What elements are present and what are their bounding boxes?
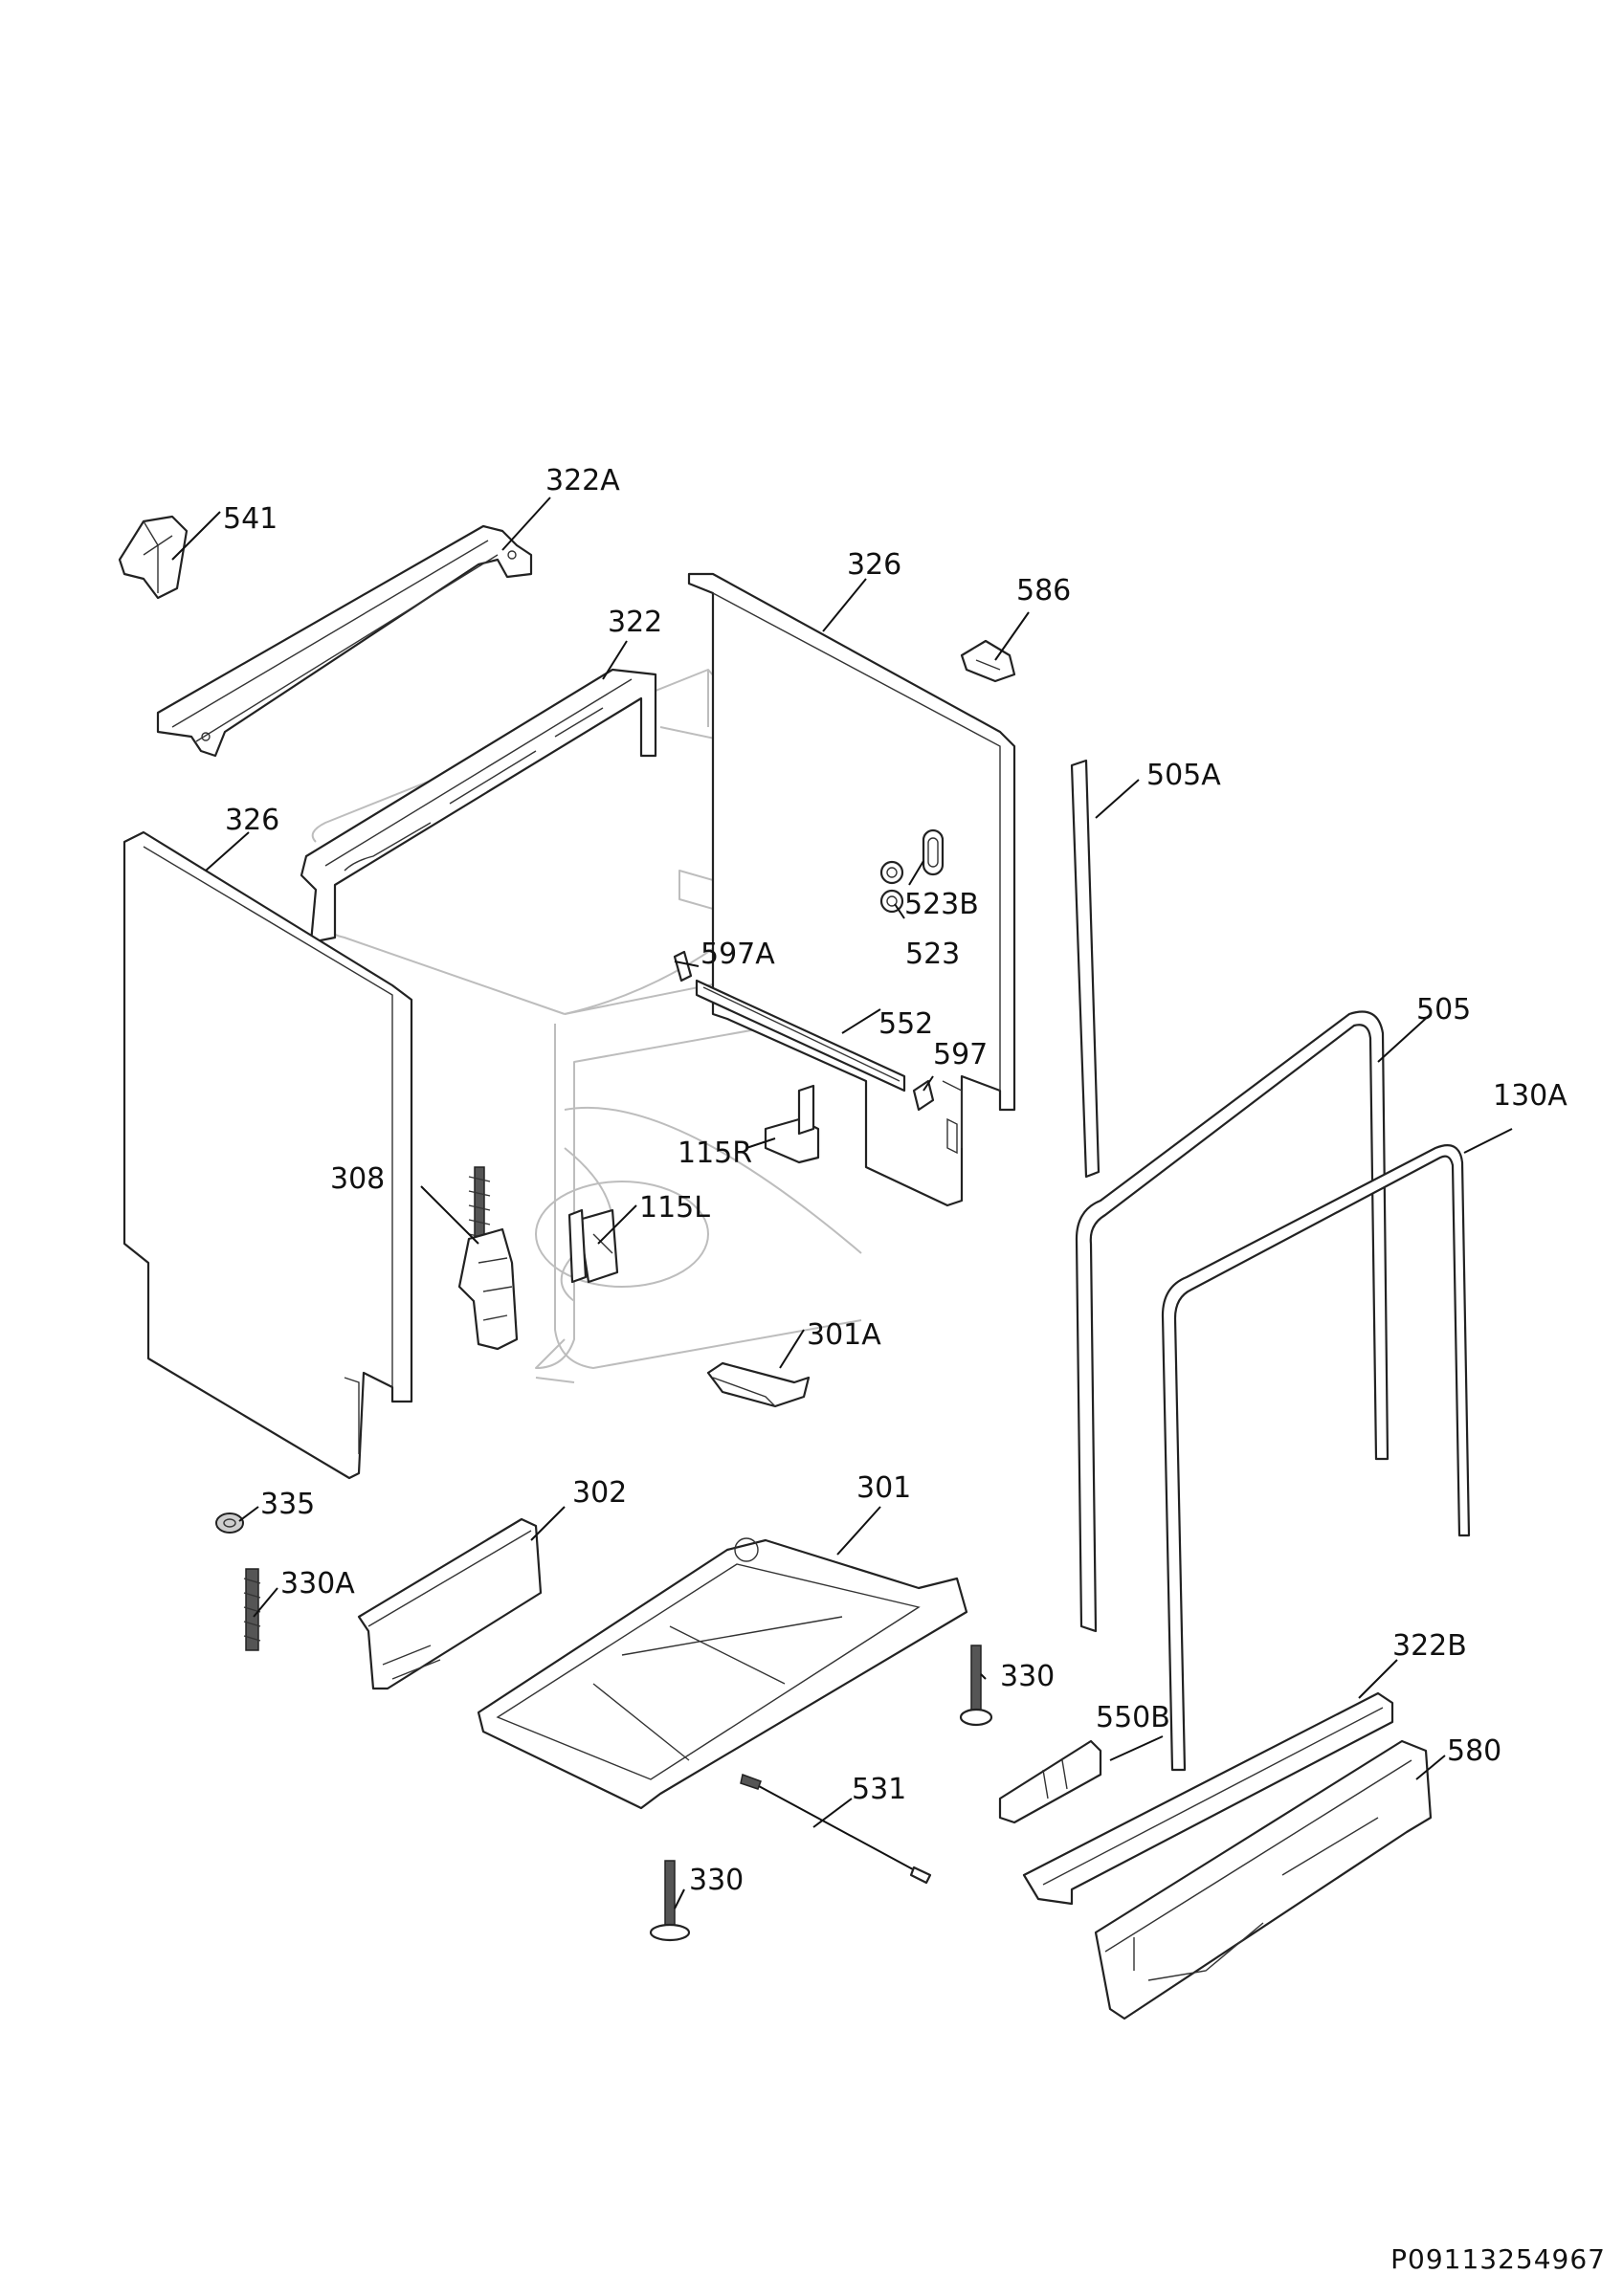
label-308: 308 (330, 1162, 385, 1196)
part-531-cable (740, 1773, 932, 1885)
part-580-plate (1094, 1739, 1433, 2020)
label-330A: 330A (280, 1567, 355, 1601)
label-531: 531 (852, 1773, 906, 1806)
label-302: 302 (572, 1476, 627, 1510)
label-115R: 115R (678, 1137, 752, 1170)
label-301A: 301A (807, 1318, 881, 1352)
label-552: 552 (878, 1007, 933, 1041)
label-541: 541 (223, 502, 278, 536)
label-322B: 322B (1392, 1629, 1467, 1663)
part-541-bracket (118, 515, 189, 600)
label-330-bottom: 330 (689, 1864, 744, 1897)
leader-lines (171, 497, 1513, 1910)
part-322A-top-rail (156, 524, 533, 758)
label-597A: 597A (700, 938, 775, 971)
part-labels: 541 322A 326 586 322 505A 326 523B 523 5… (223, 464, 1567, 1897)
label-335: 335 (260, 1488, 315, 1521)
part-326-back-panel (687, 572, 1016, 1207)
label-505: 505 (1416, 993, 1471, 1027)
label-130A: 130A (1493, 1079, 1567, 1113)
label-322A: 322A (545, 464, 620, 497)
label-301: 301 (856, 1471, 911, 1505)
part-326-side-panel (122, 830, 413, 1480)
label-523B: 523B (904, 888, 979, 921)
part-550B-bracket (998, 1739, 1102, 1824)
part-586-clip (960, 639, 1016, 683)
part-330-foot-bottom (649, 1860, 691, 1942)
part-330A-foot (243, 1568, 261, 1651)
label-580: 580 (1447, 1734, 1501, 1768)
label-586: 586 (1016, 574, 1071, 607)
part-505A-seal (1070, 759, 1101, 1179)
part-301-base (477, 1537, 968, 1810)
part-115L-hinge (567, 1208, 619, 1284)
part-115R-hinge (764, 1084, 820, 1164)
label-505A: 505A (1146, 759, 1221, 792)
label-523: 523 (905, 938, 960, 971)
part-302-panel (357, 1517, 543, 1690)
label-550B: 550B (1096, 1701, 1170, 1734)
part-301A-cover (706, 1361, 811, 1408)
label-326-side: 326 (225, 804, 279, 837)
part-130A-door-seal (1161, 1144, 1471, 1772)
label-326-back: 326 (847, 548, 901, 582)
label-597: 597 (933, 1038, 988, 1071)
part-552-rail (673, 950, 935, 1112)
part-523B-523-bushings (879, 828, 945, 914)
label-322: 322 (608, 606, 662, 639)
label-115L: 115L (639, 1191, 710, 1225)
part-322B-rail (1022, 1691, 1394, 1906)
part-308-spring-hinge (457, 1166, 519, 1351)
label-330-right: 330 (1000, 1660, 1055, 1693)
document-code: P09113254967 (1390, 2243, 1606, 2275)
part-330-foot-right (959, 1645, 993, 1727)
part-505-door-seal (1075, 1010, 1390, 1633)
part-335-nut (215, 1512, 244, 1534)
part-322-top-frame (300, 668, 657, 944)
